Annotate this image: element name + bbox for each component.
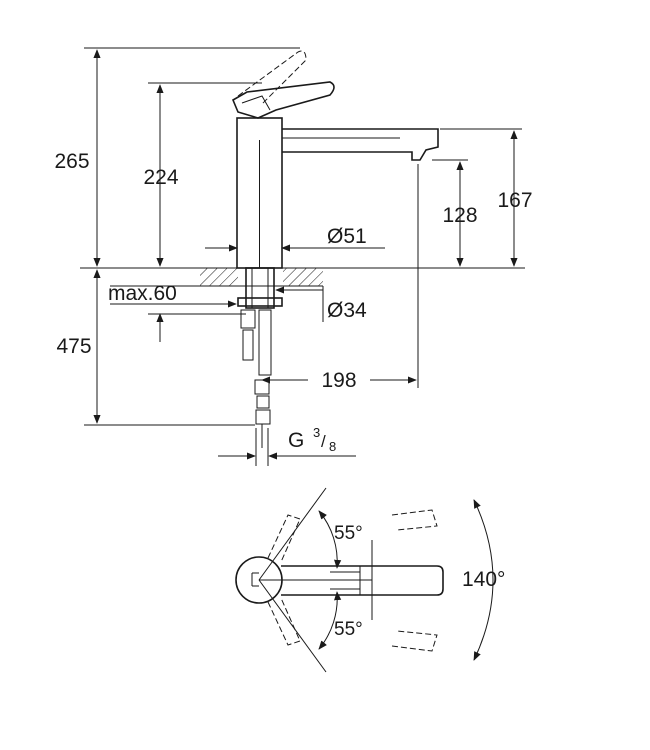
lever-outline-down xyxy=(267,597,301,646)
arc-55-up xyxy=(318,510,342,569)
top-view: 55° 55° 140° xyxy=(235,487,505,673)
arc-140 xyxy=(473,499,494,661)
dim-167-label: 167 xyxy=(497,189,532,212)
thread-numerator: 3 xyxy=(313,425,320,440)
dim-224-label: 224 xyxy=(143,166,178,189)
spout-top xyxy=(259,540,444,620)
dim-diameter-34-label: Ø34 xyxy=(327,299,367,322)
dim-167 xyxy=(440,128,522,267)
angle-55-up-label: 55° xyxy=(334,523,363,544)
angle-55-down-label: 55° xyxy=(334,619,363,640)
side-elevation-view: 265 475 224 167 128 Ø51 max.60 xyxy=(54,47,533,466)
dim-198 xyxy=(261,164,419,388)
dim-128-label: 128 xyxy=(442,204,477,227)
dim-thread-g38 xyxy=(218,428,356,466)
dim-475-label: 475 xyxy=(56,335,91,358)
dim-max-60 xyxy=(110,285,237,308)
dim-265-label: 265 xyxy=(54,150,89,173)
mounting-shank xyxy=(237,267,283,448)
dim-198-label: 198 xyxy=(321,369,356,392)
spout xyxy=(282,128,439,161)
arc-55-down xyxy=(318,591,342,650)
lever-outline-up xyxy=(267,514,301,563)
dim-thread-label: G xyxy=(288,429,304,452)
faucet-body xyxy=(236,117,283,269)
lever-handle xyxy=(231,81,335,119)
lever-handle-raised-outline xyxy=(237,50,307,105)
dim-diameter-34 xyxy=(275,286,324,322)
dim-max-60-label: max.60 xyxy=(108,282,177,305)
spout-outline-up xyxy=(391,509,438,531)
countertop-section xyxy=(80,267,525,287)
dim-224 xyxy=(148,82,262,267)
thread-denominator: 8 xyxy=(329,439,336,454)
thread-g: G xyxy=(288,429,304,452)
dim-diameter-51-label: Ø51 xyxy=(327,225,367,248)
thread-slash: / xyxy=(321,432,326,451)
dim-128 xyxy=(432,159,468,267)
lever-swing-lines xyxy=(258,487,327,673)
dim-265 xyxy=(84,47,300,426)
spout-outline-down xyxy=(391,630,438,652)
angle-140-label: 140° xyxy=(462,568,505,591)
